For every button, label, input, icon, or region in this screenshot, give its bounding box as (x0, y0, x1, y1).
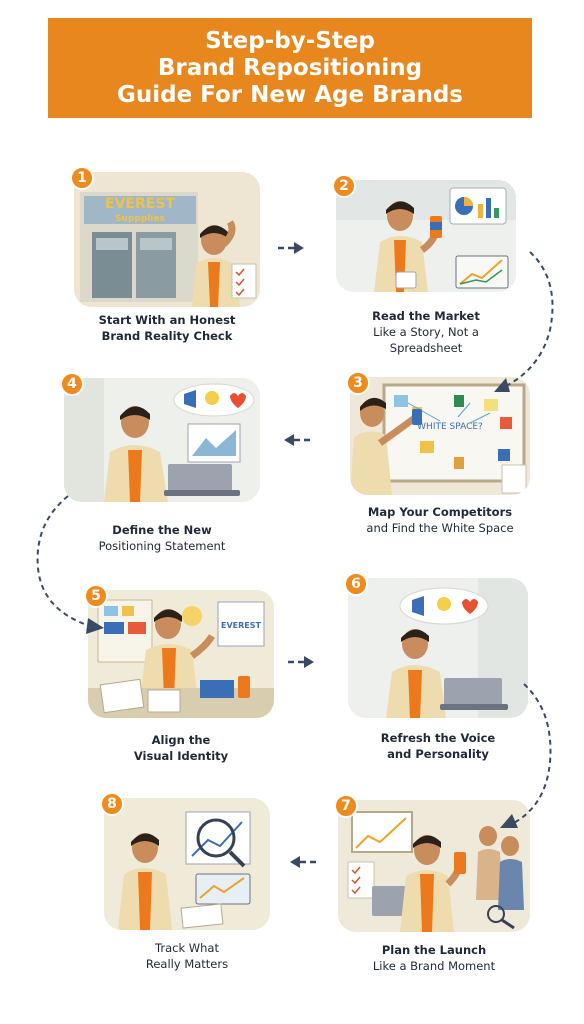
step-1-caption: Start With an Honest Brand Reality Check (74, 312, 260, 344)
step-2: 2 Read the Market Like a Story, Not a Sp… (332, 174, 526, 355)
step-3-caption: Map Your Competitors and Find the White … (350, 504, 530, 536)
step-8-title: Track What (155, 941, 219, 955)
connector-1-to-2 (278, 242, 304, 254)
connector-4-to-5 (36, 495, 104, 634)
step-4-subtitle: Positioning Statement (98, 539, 226, 553)
step-2-subtitle: Like a Story, Not a Spreadsheet (373, 325, 479, 355)
step-4-badge: 4 (60, 372, 84, 396)
step-2-illustration (336, 180, 516, 292)
connector-7-to-8 (290, 856, 316, 868)
step-8: 8 Track What Really Matters (100, 792, 274, 976)
step-1: EVEREST Suppplies 1 Start With an Honest… (70, 166, 260, 344)
step-5-subtitle: Visual Identity (133, 749, 229, 763)
step-3-title: Map Your Competitors (367, 505, 513, 519)
step-1-title: Start With an Honest (98, 313, 236, 327)
step-7-illustration (338, 800, 530, 932)
man-figure (386, 629, 446, 718)
step-4-title: Define the New (112, 523, 212, 537)
step-1-illustration: EVEREST Suppplies (74, 172, 260, 307)
step-7-subtitle: Like a Brand Moment (372, 959, 496, 973)
man-figure (118, 833, 172, 930)
step-5: EVEREST 5 Align the Visual Identity (84, 584, 278, 768)
white-space-label: WHITE SPACE? (417, 422, 483, 432)
step-1-subtitle: Brand Reality Check (101, 329, 233, 343)
connector-2-to-3 (494, 251, 554, 392)
step-8-caption: Track What Really Matters (104, 940, 270, 972)
step-6-caption: Refresh the Voice and Personality (348, 730, 528, 762)
step-4-illustration (64, 378, 260, 502)
title-banner: Step-by-Step Brand Repositioning Guide F… (48, 18, 532, 118)
connector-3-to-4 (284, 434, 310, 446)
man-figure (192, 220, 240, 307)
step-8-illustration (104, 798, 270, 930)
man-figure (104, 406, 168, 502)
step-3-subtitle: and Find the White Space (366, 521, 514, 535)
connector-6-to-7 (500, 683, 552, 828)
step-5-title: Align the (151, 733, 211, 747)
step-4: 4 Define the New Positioning Statement (60, 372, 264, 556)
step-6-subtitle: and Personality (387, 747, 489, 761)
step-7-badge: 7 (334, 794, 358, 818)
step-6-illustration (348, 578, 528, 718)
step-2-title: Read the Market (372, 309, 480, 323)
title-line-2: Brand Repositioning (157, 54, 423, 81)
step-8-badge: 8 (100, 792, 124, 816)
step-5-caption: Align the Visual Identity (88, 732, 274, 764)
step-3-illustration: WHITE SPACE? (350, 377, 530, 495)
step-5-badge: 5 (84, 584, 108, 608)
step-6-title: Refresh the Voice (380, 731, 496, 745)
step-3: WHITE SPACE? 3 Map Your Competitors and … (346, 371, 534, 537)
step-5-illustration: EVEREST (88, 590, 274, 718)
step-6: 6 Refresh the Voice and Personality (344, 572, 532, 768)
step-4-caption: Define the New Positioning Statement (64, 522, 260, 554)
store-sign-text: EVEREST (105, 196, 175, 212)
step-1-badge: 1 (70, 166, 94, 190)
step-8-subtitle: Really Matters (145, 957, 229, 971)
brand-mockup-text: EVEREST (221, 621, 262, 630)
man-figure (350, 397, 422, 495)
man-figure (140, 609, 216, 700)
step-7: 7 Plan the Launch Like a Brand Moment (334, 794, 534, 978)
step-7-caption: Plan the Launch Like a Brand Moment (338, 942, 530, 974)
man-figure (400, 835, 466, 932)
connector-5-to-6 (288, 656, 314, 668)
step-7-title: Plan the Launch (381, 943, 487, 957)
store-sign-subtext: Suppplies (115, 214, 165, 224)
step-6-badge: 6 (344, 572, 368, 596)
step-2-badge: 2 (332, 174, 356, 198)
man-figure (374, 201, 442, 292)
step-2-caption: Read the Market Like a Story, Not a Spre… (336, 308, 516, 356)
title-line-3: Guide For New Age Brands (116, 81, 464, 108)
step-3-badge: 3 (346, 371, 370, 395)
title-line-1: Step-by-Step (205, 27, 375, 54)
audience-figures (476, 826, 524, 910)
